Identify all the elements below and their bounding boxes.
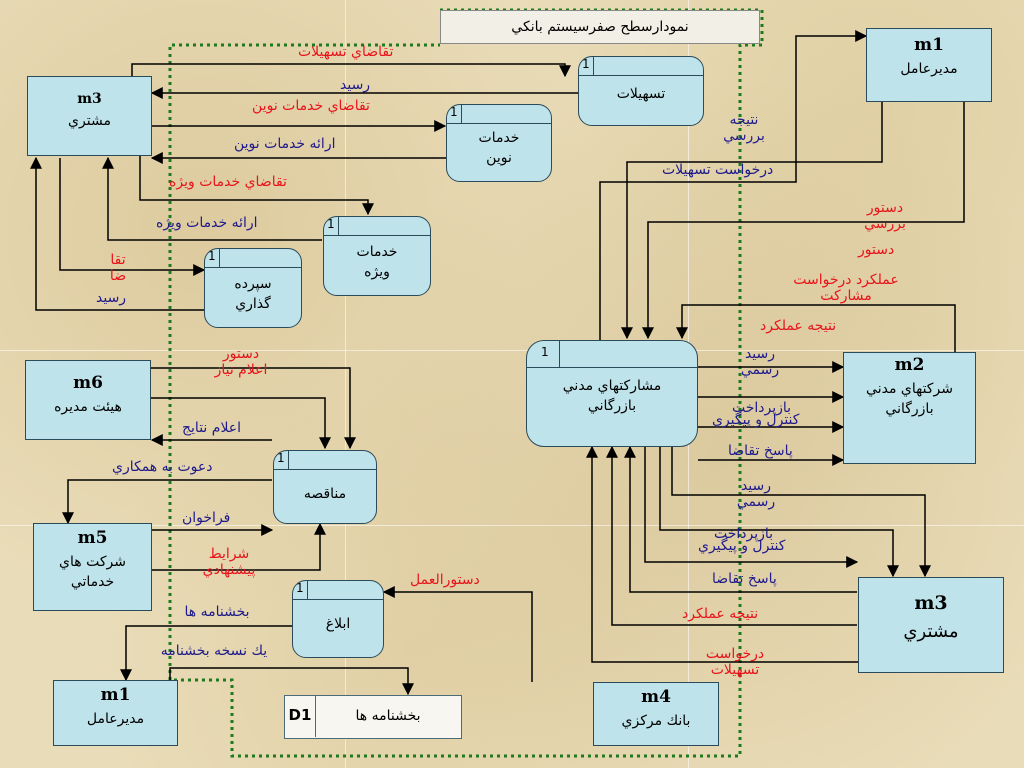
entity-name: مشتري <box>68 113 111 129</box>
process-number: 1 <box>450 105 458 119</box>
flow-label: تقاضاي تسهيلات <box>298 44 394 60</box>
flow-label: دستورالعمل <box>410 572 480 588</box>
flow-label: تقا ضا <box>109 252 127 284</box>
entity-code: m1 <box>914 35 944 55</box>
entity-m6: m6 هيئت مديره <box>25 360 151 440</box>
entity-name: مديرعامل <box>86 711 145 727</box>
process-special-services: 1 خدمات ويژه <box>323 216 431 296</box>
flow-label: يك نسخه بخشنامه <box>160 643 268 659</box>
process-number: 1 <box>277 451 285 465</box>
process-notify: 1 ابلاغ <box>292 580 384 658</box>
process-facilities: 1 تسهيلات <box>578 56 704 126</box>
divider-horizontal <box>0 350 1024 351</box>
process-name: تسهيلات <box>616 86 666 102</box>
entity-name: مديرعامل <box>900 61 958 77</box>
process-new-services: 1 خدمات نوين <box>446 104 552 182</box>
entity-name: مشتري <box>903 621 959 642</box>
process-main-civil-partnerships: 1 مشاركتهاي مدني بازرگاني <box>526 340 698 447</box>
flow-label: تقاضاي خدمات نوين <box>252 98 370 114</box>
flow-label: نتيجه عملكرد <box>760 318 837 334</box>
entity-code: m5 <box>77 528 108 548</box>
entity-code: m6 <box>73 373 103 393</box>
flow-label: فراخوان <box>182 510 231 526</box>
flow-label: اعلام نتايج <box>182 420 242 436</box>
flow-label: رسيد رسمي <box>740 346 780 378</box>
flow-label: دستور بررسي <box>864 200 906 232</box>
divider-horizontal-lower <box>0 525 1024 526</box>
flow-label: عملكرد درخواست مشاركت <box>793 272 899 304</box>
entity-name: شركتهاي مدني بازرگاني <box>866 381 953 417</box>
divider-vertical-left <box>345 0 346 768</box>
process-name: خدمات ويژه <box>356 244 398 280</box>
datastore-d1: D1 بخشنامه ها <box>284 695 462 739</box>
entity-code: m3 <box>914 592 948 614</box>
flow-label: درخواست تسهيلات <box>662 162 774 178</box>
process-name: خدمات نوين <box>478 130 520 166</box>
process-name: مشاركتهاي مدني بازرگاني <box>562 378 662 414</box>
entity-m4: m4 بانك مركزي <box>593 682 719 746</box>
process-number: 1 <box>327 217 335 231</box>
entity-m1-top: m1 مديرعامل <box>866 28 992 102</box>
process-number: 1 <box>296 581 304 595</box>
flow-label: كنترل و پيگيري <box>698 538 786 554</box>
process-number: 1 <box>541 345 549 359</box>
flow-label: رسيد <box>96 290 127 306</box>
entity-code: m2 <box>894 355 925 375</box>
system-boundary <box>168 8 764 758</box>
datastore-name: بخشنامه ها <box>355 708 421 724</box>
process-deposit: 1 سپرده گذاري <box>204 248 302 328</box>
flow-label: ارائه خدمات نوين <box>234 136 336 152</box>
flow-label: دستور اعلام نياز <box>214 346 268 378</box>
entity-name: هيئت مديره <box>54 399 122 415</box>
flow-label: رسيد <box>340 77 371 93</box>
entity-name: بانك مركزي <box>621 713 691 729</box>
entity-m3-customer-right: m3 مشتري <box>858 577 1004 673</box>
flow-label: دستور <box>858 242 895 258</box>
entity-m3-customer-left: m3 مشتري <box>27 76 152 156</box>
entity-code: m4 <box>641 687 671 707</box>
entity-m1-bottom: m1 مديرعامل <box>53 680 178 746</box>
diagram-title: نمودارسطح صفرسيستم بانكي <box>440 10 760 44</box>
flow-label: پاسخ تقاضا <box>712 571 777 587</box>
flow-label: درخواست تسهيلات <box>705 646 765 678</box>
flow-label: ارائه خدمات ويژه <box>156 215 258 231</box>
flow-label: كنترل و پيگيري <box>712 412 800 428</box>
flow-label: دعوت به همكاري <box>112 459 213 475</box>
process-tender: 1 مناقصه <box>273 450 377 524</box>
flow-label: رسيد رسمي <box>736 478 776 510</box>
entity-m2: m2 شركتهاي مدني بازرگاني <box>843 352 976 464</box>
flow-label: شرايط پيشنهادي <box>202 546 256 578</box>
entity-m5: m5 شركت هاي خدماتي <box>33 523 152 611</box>
flow-label: بازپرداخت <box>714 526 774 542</box>
entity-code: m1 <box>100 685 131 705</box>
process-name: مناقصه <box>303 486 347 502</box>
process-name: ابلاغ <box>325 616 351 632</box>
flow-label: نتيجه عملكرد <box>682 606 759 622</box>
flow-label: بخشنامه ها <box>184 604 250 620</box>
process-number: 1 <box>582 57 590 71</box>
flow-label: تقاضاي خدمات ويژه <box>169 174 287 190</box>
process-name: سپرده گذاري <box>234 276 272 312</box>
entity-code: m3 <box>77 91 102 107</box>
flow-label: پاسخ تقاضا <box>728 443 793 459</box>
datastore-code: D1 <box>285 696 316 737</box>
process-number: 1 <box>208 249 216 263</box>
flow-label: نتيجه بررسي <box>723 112 765 144</box>
entity-name: شركت هاي خدماتي <box>59 554 126 590</box>
flow-label: بازپرداخت <box>732 400 792 416</box>
